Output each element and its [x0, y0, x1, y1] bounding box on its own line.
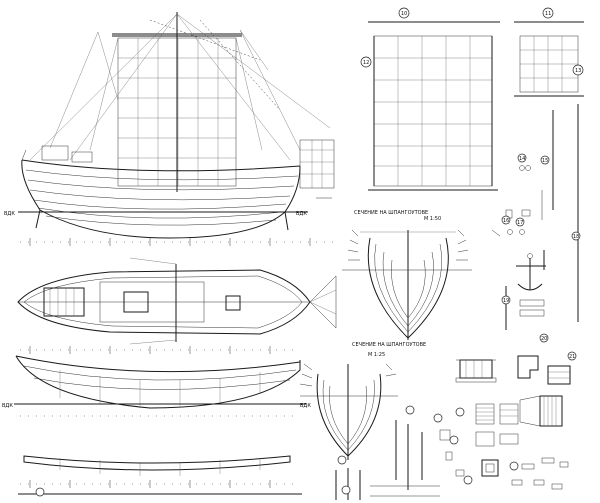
- rudder-panel: [299, 139, 335, 199]
- callout-numbers: 10 11 12 13 14 15 16 17 18 19 20 21: [363, 11, 581, 360]
- waterline-label-side-left: ВДК: [4, 211, 15, 217]
- basket-detail: [519, 395, 563, 427]
- crate-details: [439, 403, 519, 477]
- stern-section-scale: М 1:25: [368, 352, 385, 358]
- oar-details: [335, 420, 440, 500]
- deck-plan: [17, 257, 337, 351]
- dimension-ticks: [29, 238, 311, 488]
- callout-label: 15: [542, 158, 548, 164]
- hull-profile: [18, 145, 308, 239]
- bow-section-title: СЕЧЕНИЕ НА ШПАНГОУТОВЕ: [354, 210, 428, 216]
- callout-label: 21: [569, 354, 575, 360]
- callout-label: 11: [545, 11, 551, 17]
- callout-label: 19: [503, 298, 509, 304]
- callout-label: 14: [519, 156, 525, 162]
- stairs-detail: [517, 355, 571, 385]
- callout-label: 20: [541, 336, 547, 342]
- deck-house-detail: [455, 359, 497, 383]
- callout-markers: [35, 7, 584, 497]
- sail-detail: [368, 21, 500, 191]
- callout-label: 10: [401, 11, 407, 17]
- bow-section-scale: М 1:50: [424, 216, 441, 222]
- callout-label: 18: [573, 234, 579, 240]
- callout-label: 17: [517, 220, 523, 226]
- detail-fittings: [335, 165, 571, 500]
- callout-label: 12: [363, 60, 369, 66]
- small-sail-detail: [514, 21, 584, 97]
- waterline-label-plan-left: ВДК: [2, 403, 13, 409]
- body-plan-stern: СЕЧЕНИЕ НА ШПАНГОУТОВЕ М 1:25: [299, 342, 426, 460]
- callout-label: 13: [575, 68, 581, 74]
- stern-section-title: СЕЧЕНИЕ НА ШПАНГОУТОВЕ: [352, 342, 426, 348]
- callout-label: 16: [503, 218, 509, 224]
- side-elevation: ВДК ВДК: [4, 12, 340, 243]
- spars: [505, 104, 579, 330]
- anchor-detail: [516, 253, 546, 291]
- waterline-label-side-right: ВДК: [296, 211, 307, 217]
- body-plan-bow: СЕЧЕНИЕ НА ШПАНГОУТОВЕ М 1:50: [342, 210, 472, 340]
- keel-profile: [18, 455, 302, 495]
- peg-details: [511, 457, 569, 490]
- rigging: [29, 13, 331, 161]
- half-breadth-view: ВДК ВДК: [2, 355, 311, 417]
- waterline-label-plan-right: ВДК: [300, 403, 311, 409]
